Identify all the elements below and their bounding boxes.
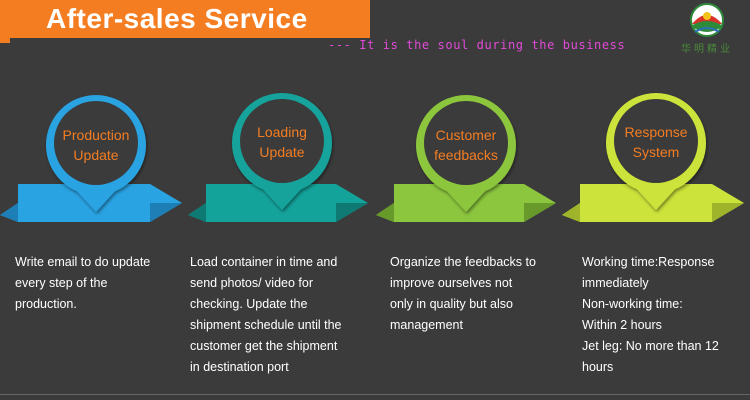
step-1-title: Production Update	[46, 125, 146, 165]
step-1-title-line2: Update	[73, 147, 119, 163]
step-3-title: Customer feedbacks	[416, 125, 516, 165]
step-3-pin	[416, 95, 516, 212]
step-2-title-line1: Loading	[257, 124, 307, 140]
step-4-title-line2: System	[632, 144, 680, 160]
decorative-square	[0, 33, 10, 43]
step-2-description: Load container in time and send photos/ …	[190, 255, 342, 374]
step-4-title-line1: Response	[624, 124, 688, 140]
step-4-description: Working time:Response immediately Non-wo…	[582, 255, 719, 374]
page-subtitle: --- It is the soul during the business	[328, 38, 626, 52]
step-4-title: Response System	[606, 122, 706, 162]
step-3-title-line1: Customer	[435, 127, 497, 143]
step-1-description: Write email to do update every step of t…	[15, 255, 151, 311]
divider	[0, 394, 750, 395]
step-4-pin	[606, 93, 706, 210]
step-1-title-line1: Production	[62, 127, 130, 143]
step-3-description: Organize the feedbacks to improve oursel…	[390, 255, 536, 332]
step-2-pin	[232, 93, 332, 210]
logo-emblem-icon	[690, 3, 724, 37]
step-3-title-line2: feedbacks	[434, 147, 498, 163]
step-1-pin	[46, 95, 146, 212]
title-bar	[0, 0, 370, 38]
step-2-title-line2: Update	[259, 144, 305, 160]
company-logo: 华明精业	[668, 2, 746, 58]
page-title: After-sales Service	[46, 3, 308, 34]
logo-text: 华明精业	[681, 44, 733, 55]
step-2-title: Loading Update	[232, 122, 332, 162]
